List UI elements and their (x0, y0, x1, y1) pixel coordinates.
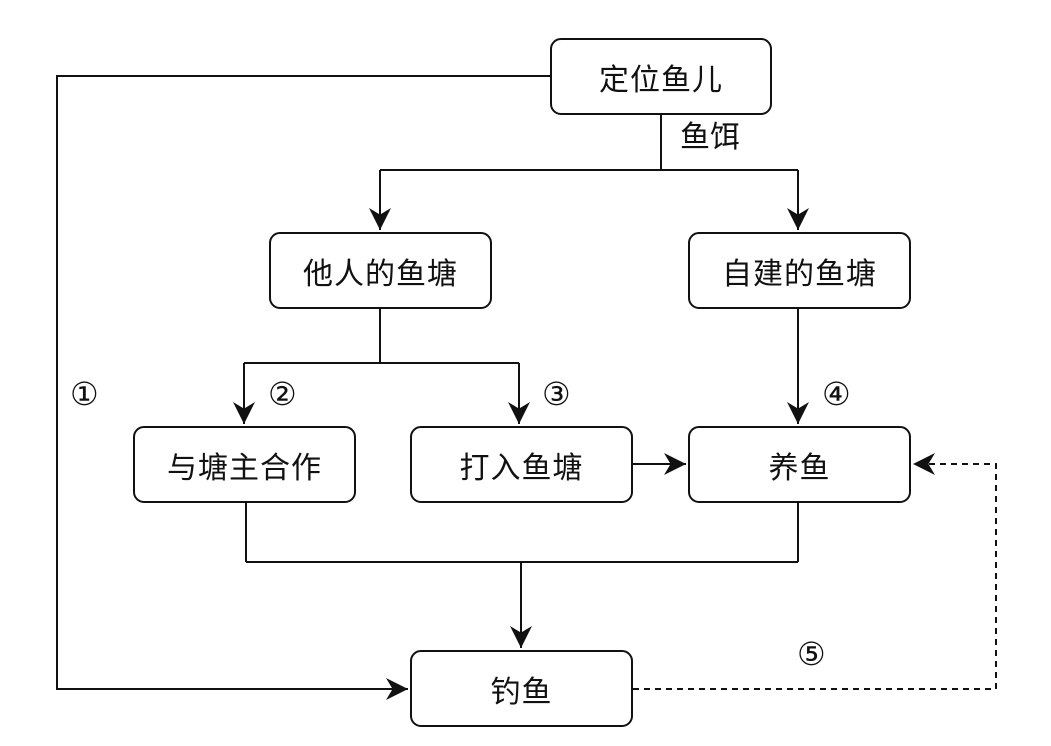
edge-label-path-1: ① (70, 375, 99, 413)
edge-path-5-dashed (633, 453, 997, 690)
edge-label-path-5: ⑤ (797, 635, 826, 673)
node-locate-fish: 定位鱼儿 (550, 38, 772, 115)
node-own-pond: 自建的鱼塘 (688, 232, 911, 309)
node-cooperate-owner: 与塘主合作 (133, 426, 356, 503)
node-others-pond: 他人的鱼塘 (269, 232, 492, 309)
edge-label-path-3: ③ (542, 375, 571, 413)
edge-label-path-4: ④ (822, 375, 851, 413)
node-enter-pond: 打入鱼塘 (410, 426, 633, 503)
edge-label-bait: 鱼饵 (680, 120, 740, 155)
edge-label-path-2: ② (268, 375, 297, 413)
edge-path-1 (56, 75, 550, 700)
node-catch-fish: 钓鱼 (410, 650, 633, 727)
node-raise-fish: 养鱼 (688, 426, 911, 503)
